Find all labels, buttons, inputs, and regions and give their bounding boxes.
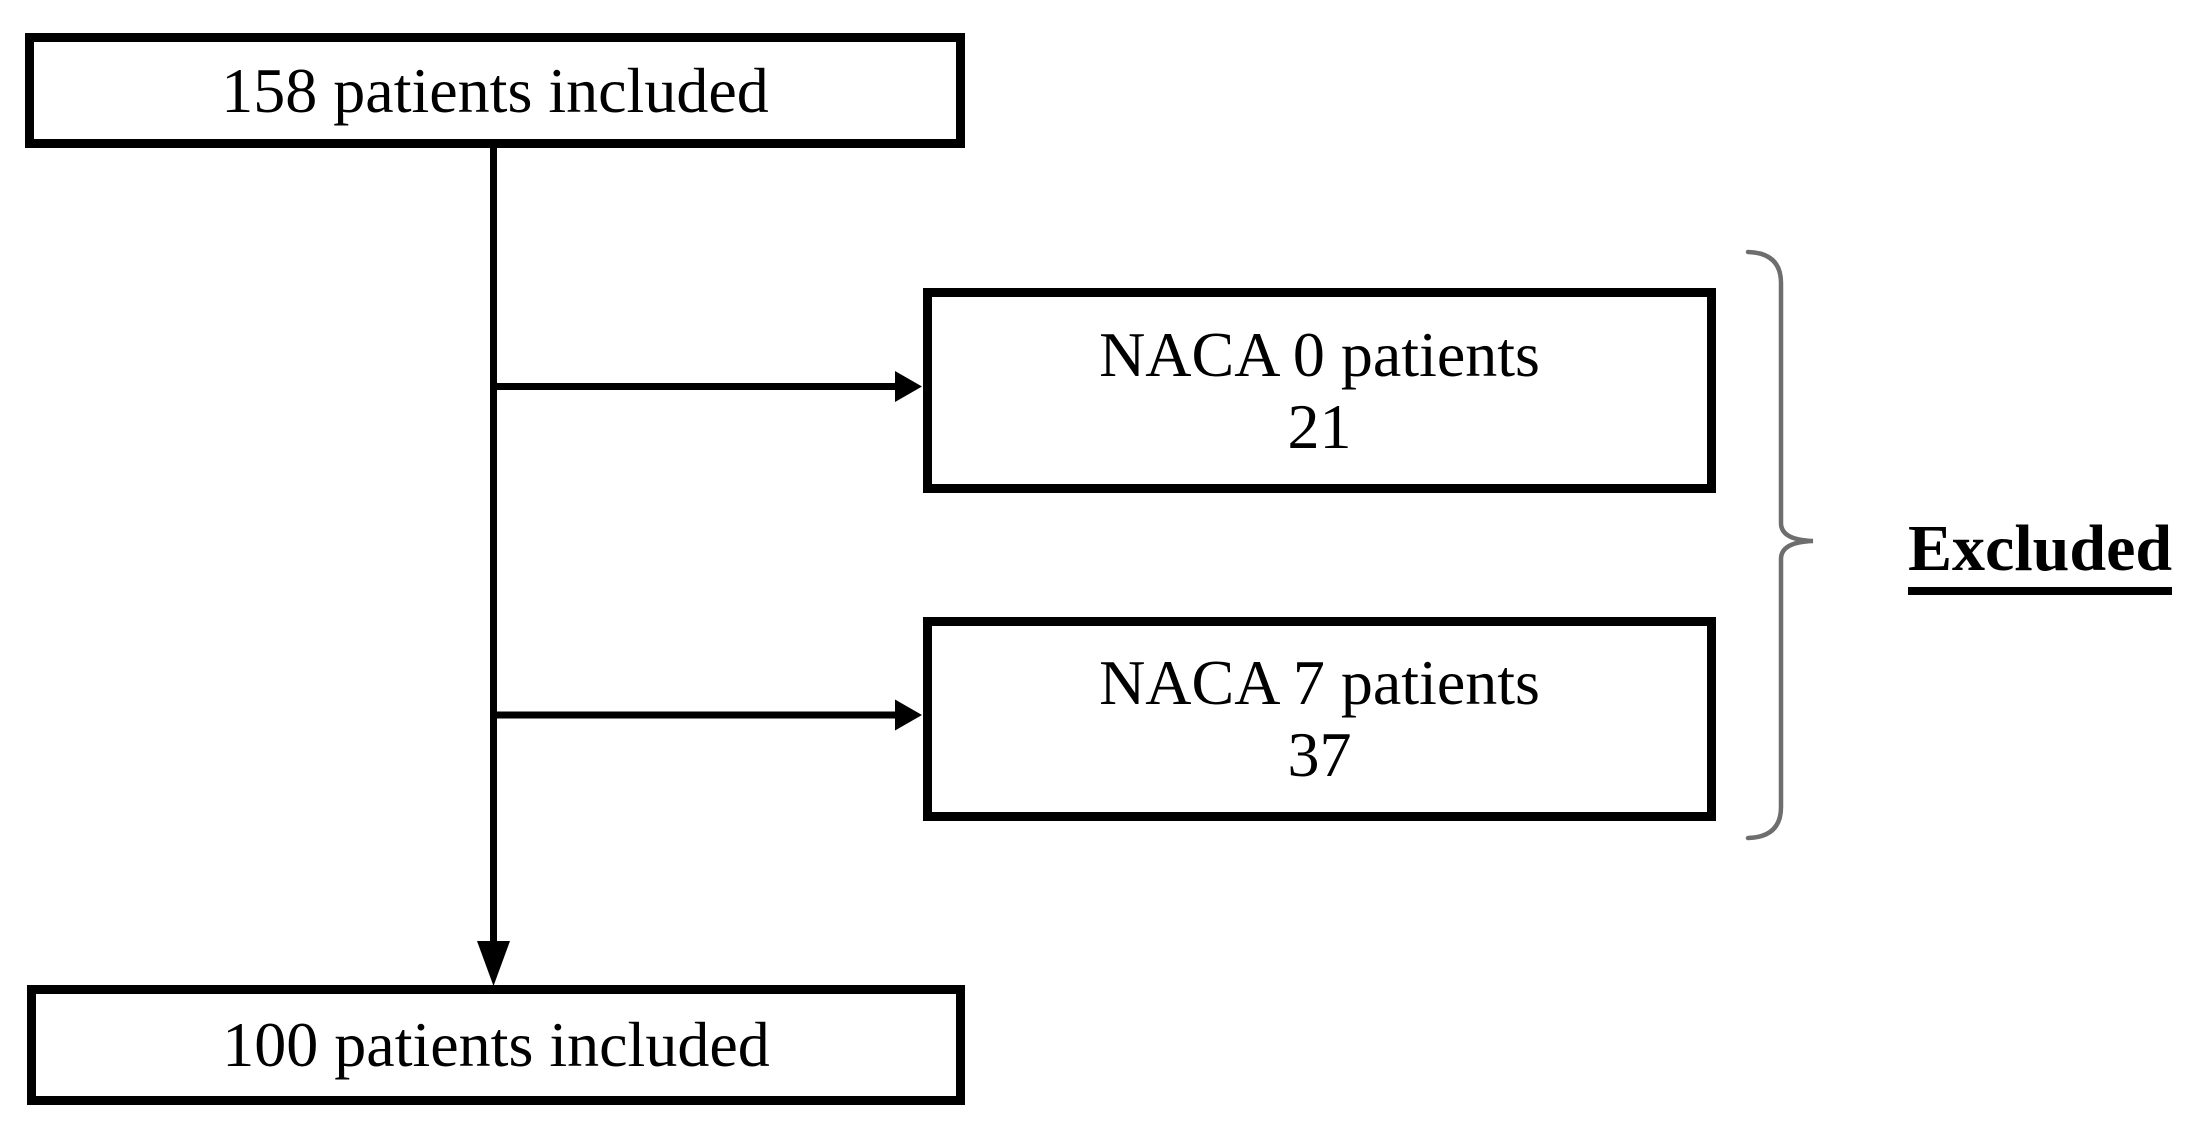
top-box-158-included: 158 patients included [25,33,965,148]
naca0-box-count: 21 [1287,390,1352,462]
bottom-box-label: 100 patients included [222,1009,770,1080]
naca7-box-title: NACA 7 patients [1099,647,1540,718]
excluded-brace [1745,249,1814,841]
naca0-box-title: NACA 0 patients [1099,318,1540,390]
naca7-box-count: 37 [1287,719,1352,790]
right-arrowhead-naca7-icon [895,699,922,731]
naca7-patients-box: NACA 7 patients 37 [923,617,1716,821]
excluded-label: Excluded [1908,514,2173,595]
top-box-label: 158 patients included [221,54,769,126]
down-arrowhead-icon [477,941,510,986]
naca0-patients-box: NACA 0 patients 21 [923,288,1716,493]
bottom-box-100-included: 100 patients included [27,985,965,1105]
right-arrowhead-naca0-icon [895,371,922,402]
